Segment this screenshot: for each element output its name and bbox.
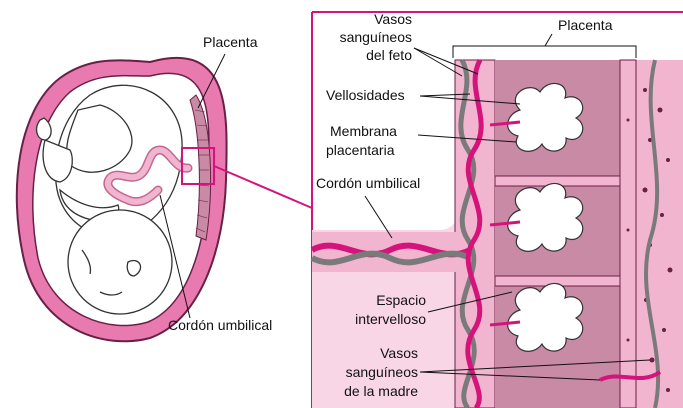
label-membrana: Membrana placentaria [326, 123, 397, 158]
uterus-view [17, 58, 227, 341]
svg-text:intervelloso: intervelloso [355, 311, 426, 327]
svg-text:Vasos: Vasos [380, 345, 418, 361]
label-vellosidades: Vellosidades [326, 87, 405, 103]
villi [508, 83, 583, 351]
label-vasos-feto: Vasos sanguíneos del feto [340, 11, 413, 63]
svg-text:Membrana: Membrana [330, 123, 397, 139]
svg-text:Espacio: Espacio [376, 292, 426, 308]
detail-panel [312, 12, 683, 408]
label-cordon-detail: Cordón umbilical [316, 175, 420, 191]
svg-text:del feto: del feto [366, 47, 412, 63]
label-cordon-left: Cordón umbilical [168, 317, 272, 333]
zoom-connector [214, 166, 312, 208]
svg-text:placentaria: placentaria [326, 142, 395, 158]
svg-text:Vasos: Vasos [374, 11, 412, 27]
svg-text:de la madre: de la madre [344, 383, 418, 399]
label-placenta-detail: Placenta [558, 17, 613, 33]
svg-text:sanguíneos: sanguíneos [346, 364, 418, 380]
placenta-bracket [453, 46, 636, 58]
svg-text:sanguíneos: sanguíneos [340, 29, 412, 45]
label-placenta-left: Placenta [203, 34, 258, 50]
